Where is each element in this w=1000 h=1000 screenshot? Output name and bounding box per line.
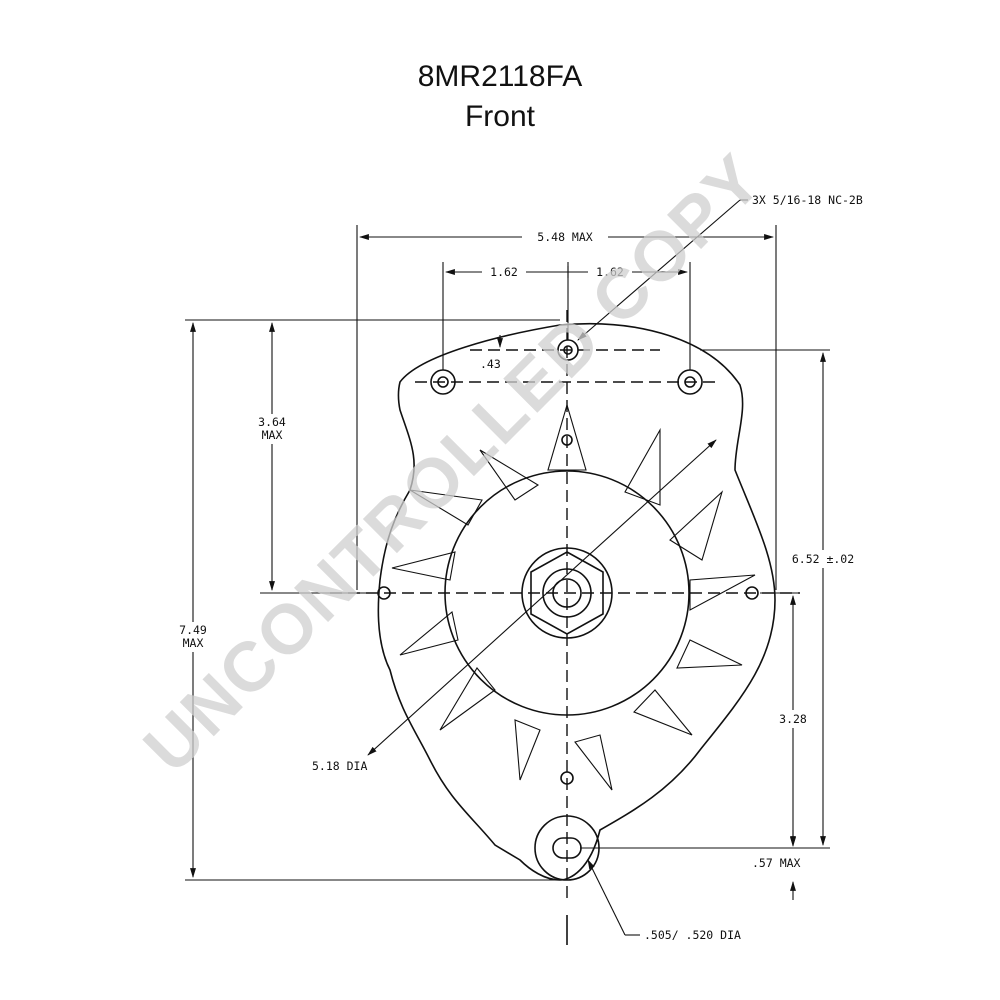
mount-bore-leader (587, 859, 626, 936)
mount-bore-label: .505/ .520 DIA (644, 928, 741, 942)
housing-outline (377, 322, 776, 881)
upper-height-value: 3.64 (258, 415, 286, 429)
bottom-offset-label: .57 MAX (752, 856, 801, 870)
pulley-diameter-label: 5.18 DIA (312, 759, 367, 773)
overall-height-value: 7.49 (179, 623, 207, 637)
pulley-diameter-leader (367, 439, 717, 756)
lower-height-label: 3.28 (779, 712, 807, 726)
upper-height-suffix: MAX (262, 428, 283, 442)
extension-lines (185, 225, 830, 881)
overall-width-label: 5.48 MAX (537, 230, 592, 244)
view-label: Front (464, 100, 536, 133)
part-number-title: 8MR2118FA (417, 60, 583, 93)
mount-height-label: 6.52 ±.02 (792, 552, 854, 566)
overall-height-suffix: MAX (183, 636, 204, 650)
top-offset-label: .43 (480, 357, 501, 371)
left-half-spacing-label: 1.62 (490, 265, 518, 279)
uncontrolled-copy-watermark: UNCONTROLLED COPY (129, 139, 777, 787)
bolt-callout-label: 3X 5/16-18 NC-2B (752, 193, 863, 207)
bolt-callout-leader (577, 199, 741, 341)
right-half-spacing-label: 1.62 (596, 265, 624, 279)
